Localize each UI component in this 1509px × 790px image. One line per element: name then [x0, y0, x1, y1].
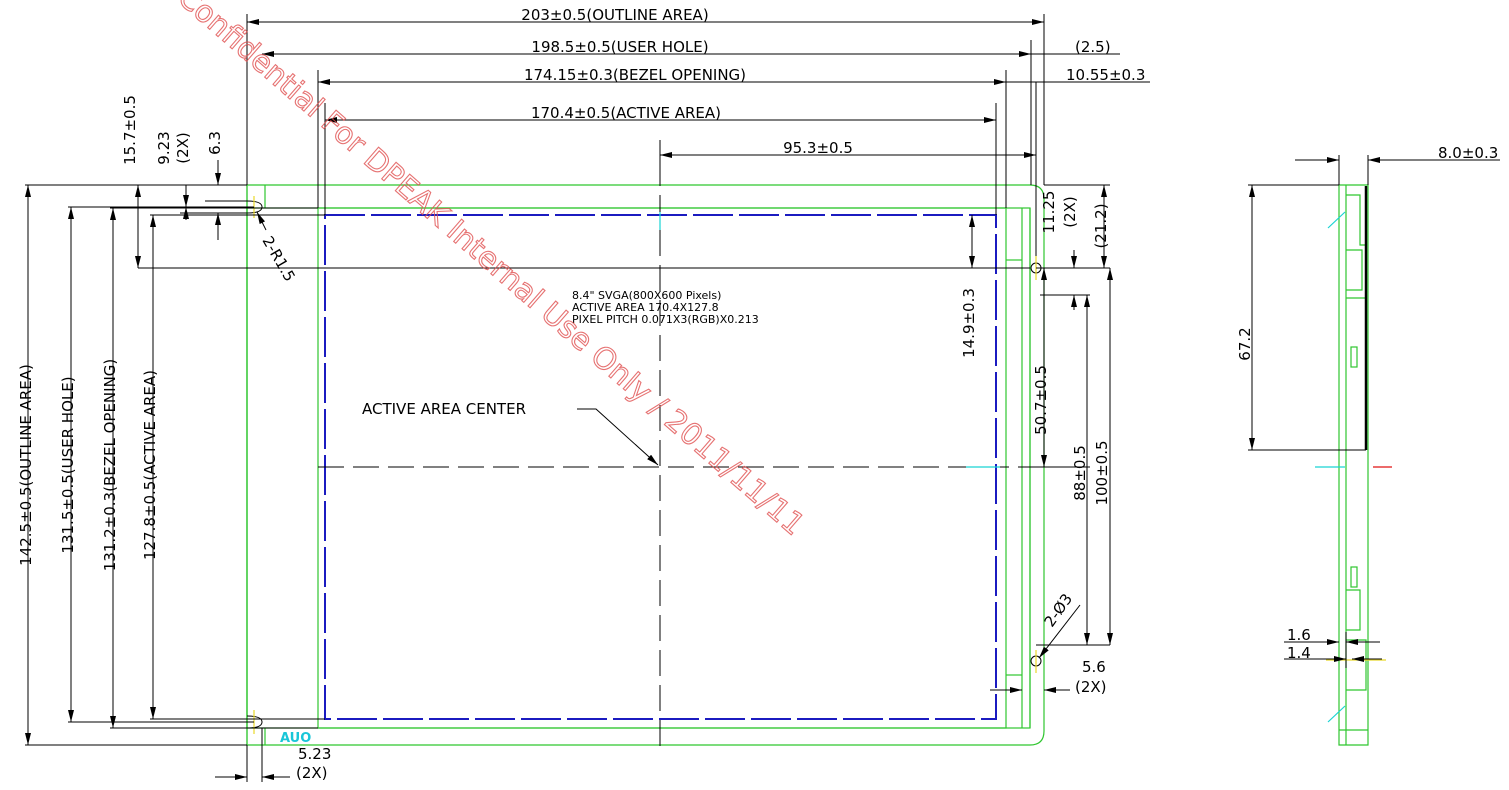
dim-top-margin: 15.7±0.5 [121, 95, 139, 165]
dim-right-margin: 10.55±0.3 [1066, 66, 1145, 84]
dim-hole-offset: 9.23 [155, 131, 173, 164]
dim-center-x: 95.3±0.5 [783, 139, 853, 157]
side-t1: 1.6 [1287, 626, 1311, 644]
side-height: 67.2 [1236, 327, 1254, 360]
brand-logo: AUO [280, 731, 311, 746]
dim-outline-height: 142.5±0.5(OUTLINE AREA) [17, 364, 35, 566]
dim-bezel-height: 131.2±0.3(BEZEL OPENING) [101, 359, 119, 572]
dim-left-hole-qty: (2X) [296, 764, 328, 782]
dim-hole-dia: 2-Ø3 [1041, 590, 1077, 630]
dim-active-height: 127.8±0.5(ACTIVE AREA) [141, 370, 159, 560]
dim-right-gap: (2.5) [1075, 38, 1111, 56]
side-view [1248, 155, 1500, 746]
left-dimensions [25, 160, 1030, 746]
spec-notes: 8.4" SVGA(800X600 Pixels) ACTIVE AREA 17… [572, 289, 759, 326]
dim-hole-offset-qty: (2X) [174, 132, 192, 164]
dim-hole-edge-qty: (2X) [1075, 678, 1107, 696]
side-t2: 1.4 [1287, 644, 1311, 662]
dim-bezel-width: 174.15±0.3(BEZEL OPENING) [524, 66, 746, 84]
dim-hole-r-offset-qty: (2X) [1061, 196, 1079, 228]
dim-left-hole: 5.23 [298, 745, 331, 763]
dim-user-hole-width: 198.5±0.5(USER HOLE) [531, 38, 708, 56]
mounting-holes [246, 196, 1042, 734]
dim-user-hole-height: 131.5±0.5(USER HOLE) [59, 376, 77, 553]
dim-outline-width: 203±0.5(OUTLINE AREA) [521, 6, 708, 24]
bottom-dimensions [215, 728, 290, 782]
dim-hole-pitch: 88±0.5 [1071, 445, 1089, 501]
dim-hole-total: 100±0.5 [1093, 440, 1111, 505]
side-thickness: 8.0±0.3 [1438, 144, 1498, 162]
dim-center-y: 50.7±0.5 [1032, 365, 1050, 435]
module-outline [246, 184, 1045, 746]
top-dimensions [246, 14, 1150, 256]
dim-radius: 2-R1.5 [259, 233, 299, 285]
center-leader [577, 408, 659, 466]
center-lines [318, 160, 1044, 752]
dim-top-small: 6.3 [206, 131, 224, 155]
note-line-1: 8.4" SVGA(800X600 Pixels) [572, 289, 721, 302]
note-line-2: ACTIVE AREA 170.4X127.8 [572, 301, 719, 314]
dim-right-top: (21.2) [1092, 203, 1110, 248]
dim-hole-edge: 5.6 [1082, 658, 1106, 676]
note-line-3: PIXEL PITCH 0.071X3(RGB)X0.213 [572, 313, 759, 326]
dim-active-width: 170.4±0.5(ACTIVE AREA) [531, 104, 721, 122]
active-area-center-label: ACTIVE AREA CENTER [362, 400, 526, 418]
dim-hole-r-offset: 11.25 [1040, 191, 1058, 234]
dim-active-top: 14.9±0.3 [960, 288, 978, 358]
right-dimensions [969, 184, 1113, 693]
